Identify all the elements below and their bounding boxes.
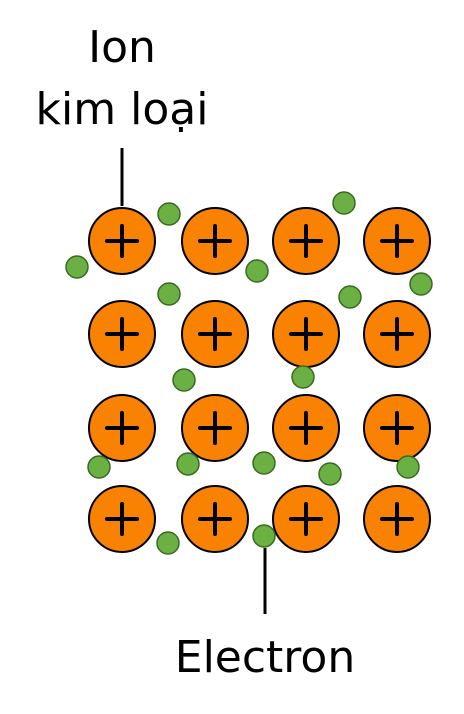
metal-ion xyxy=(181,394,249,462)
metal-ion xyxy=(363,394,431,462)
electron xyxy=(65,255,89,279)
electron xyxy=(338,285,362,309)
electron xyxy=(318,462,342,486)
metal-ion xyxy=(363,300,431,368)
metal-ion-grid xyxy=(88,207,431,553)
metal-ion xyxy=(272,300,340,368)
metal-ion xyxy=(88,394,156,462)
electron xyxy=(252,524,276,548)
electron xyxy=(176,452,200,476)
metal-ion xyxy=(363,485,431,553)
metal-ion xyxy=(272,207,340,275)
electron xyxy=(157,282,181,306)
metal-ion xyxy=(363,207,431,275)
electron-label: Electron xyxy=(175,632,355,683)
free-electrons xyxy=(65,191,433,555)
electron xyxy=(332,191,356,215)
electron xyxy=(156,531,180,555)
electron xyxy=(291,365,315,389)
electron xyxy=(252,451,276,475)
metal-ion xyxy=(181,485,249,553)
electron xyxy=(245,259,269,283)
electron xyxy=(157,202,181,226)
metal-ion xyxy=(181,207,249,275)
metal-ion xyxy=(88,300,156,368)
metal-ion xyxy=(272,485,340,553)
metal-ion xyxy=(181,300,249,368)
electron xyxy=(87,455,111,479)
electron xyxy=(172,368,196,392)
metal-ion xyxy=(272,394,340,462)
metal-ion xyxy=(88,207,156,275)
ion-label-line2: kim loại xyxy=(36,84,209,135)
electron xyxy=(409,272,433,296)
ion-label-line1: Ion xyxy=(88,22,156,73)
electron xyxy=(396,455,420,479)
metal-ion xyxy=(88,485,156,553)
